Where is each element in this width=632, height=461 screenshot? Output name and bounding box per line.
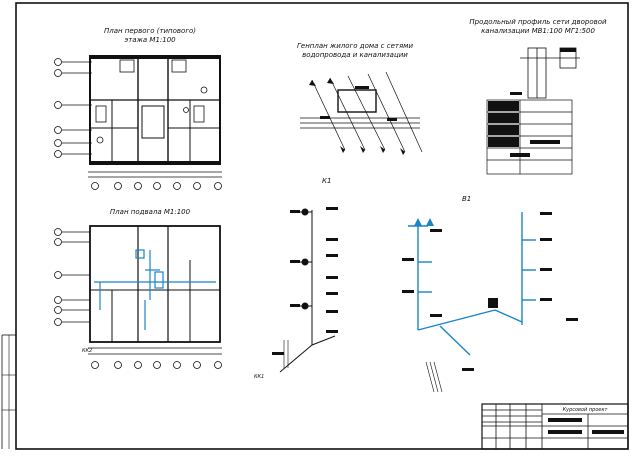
- floor-mask-hatch: [90, 56, 220, 59]
- basement-pipes: [94, 249, 216, 330]
- stamp-fill-1: [548, 418, 582, 422]
- axis-bubbles-bottom-1: [88, 171, 222, 190]
- axis-bubbles-left-2: [54, 228, 90, 326]
- plan-first-floor: План первого (типового) этажа М1:100: [54, 27, 222, 190]
- k1-title: К1: [322, 177, 331, 185]
- stamp-fill-2: [548, 430, 582, 434]
- profile-table-fill-4: [488, 137, 519, 147]
- plan-basement: План подвала М1:100: [54, 208, 222, 369]
- genplan-title-line1: Генплан жилого дома с сетями: [297, 42, 413, 50]
- profile-table-fill-3: [488, 125, 519, 135]
- b1-title: В1: [462, 195, 471, 203]
- genplan-tag-2: [320, 116, 330, 119]
- b1-pipes: [408, 212, 536, 356]
- profile-label-block: [510, 92, 522, 95]
- profile-table-fill-6: [510, 153, 530, 157]
- plan-first-title-line1: План первого (типового): [104, 27, 196, 35]
- k1-ground-hatch: [283, 340, 289, 368]
- sheet-frame: [15, 2, 629, 450]
- profile-table-fill-5: [530, 140, 560, 144]
- axis-bubbles-left-1: [54, 58, 92, 158]
- plan-first-title-line2: этажа М1:100: [124, 36, 176, 44]
- b1-tags: [402, 212, 578, 371]
- genplan-title-line2: водопровода и канализации: [302, 51, 408, 59]
- profile-table-fill-1: [488, 101, 519, 111]
- profile-table-fill-2: [488, 113, 519, 123]
- b1-hatch: [425, 361, 443, 393]
- profile-title-line1: Продольный профиль сети дворовой: [469, 18, 607, 26]
- b1-scheme: В1: [402, 195, 578, 393]
- plan-basement-title: План подвала М1:100: [110, 208, 191, 216]
- genplan-tag-3: [387, 118, 397, 121]
- profile: Продольный профиль сети дворовой канализ…: [469, 18, 607, 175]
- genplan-tag-1: [355, 86, 369, 89]
- axis-bubbles-bottom-2: [88, 347, 222, 369]
- profile-well: [520, 47, 580, 99]
- k1-riser: [279, 210, 336, 373]
- profile-table: [486, 99, 573, 175]
- profile-title-line2: канализации МВ1:100 МГ1:500: [481, 27, 595, 35]
- kk1-label: КК1: [254, 374, 264, 380]
- title-block: Курсовой проект: [481, 403, 629, 450]
- kk2-label: КК2: [82, 348, 92, 354]
- floor-mask-hatch-bottom: [90, 161, 220, 164]
- b1-arrows: [414, 218, 434, 226]
- basement-walls: [89, 225, 221, 343]
- genplan: Генплан жилого дома с сетями водопровода…: [297, 42, 423, 155]
- k1-fixtures: [290, 208, 309, 310]
- floor-walls: [89, 55, 221, 165]
- profile-well-cap: [560, 48, 576, 52]
- genplan-building: [337, 89, 377, 113]
- stamp-fill-3: [592, 430, 624, 434]
- k1-tags: [272, 207, 338, 355]
- genplan-arrows: [309, 78, 405, 155]
- stamp-title: Курсовой проект: [563, 407, 609, 413]
- k1-scheme: К1 КК1: [254, 177, 338, 380]
- binding-strip: [1, 334, 16, 449]
